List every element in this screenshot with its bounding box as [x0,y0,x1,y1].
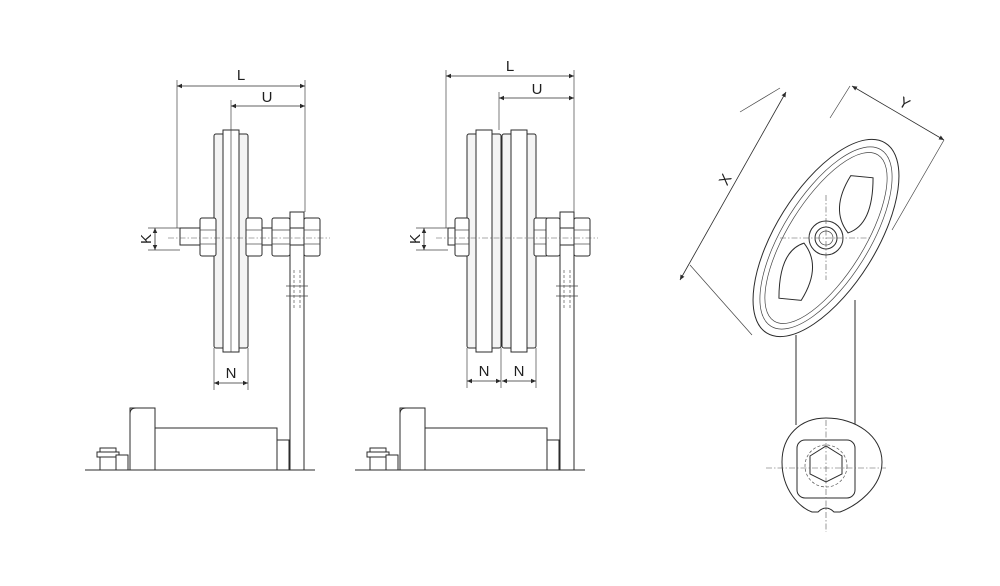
dimension-Y [851,85,945,141]
vertical-arm [289,211,305,471]
front-angled-view: X Y [679,85,945,532]
label-N-2a: N [479,363,490,380]
label-N: N [226,365,237,382]
base-stop [276,439,290,471]
base-plate [154,427,278,471]
base-block-2 [399,407,426,471]
nut-right-2 [545,217,561,257]
base-block [129,407,156,471]
nut-outer [303,217,321,257]
nut-left [199,217,217,257]
nut-right [271,217,291,257]
vertical-arm-2 [559,211,575,471]
nut-left-2 [454,217,470,257]
dimension-X [679,91,787,281]
label-L-2: L [506,58,514,75]
nut-outer-2 [573,217,591,257]
base-stop-2 [546,439,560,471]
nut-mid [245,217,263,257]
label-U-2: U [532,81,543,98]
label-K-2: K [407,234,424,244]
base-bolt-2 [369,447,387,471]
label-L: L [237,67,245,84]
label-N-2b: N [514,363,525,380]
label-U: U [262,89,273,106]
double-wheel-view: L U K N N [355,58,598,471]
base-plate-2 [424,427,548,471]
base-bolt [99,447,117,471]
wheel-2-hub [510,129,528,353]
wheel-1-hub [475,129,493,353]
single-wheel-view: L U K N [85,67,330,471]
label-X: X [716,171,736,188]
label-Y: Y [896,94,913,114]
label-K: K [138,234,155,244]
front-arm [795,300,856,425]
